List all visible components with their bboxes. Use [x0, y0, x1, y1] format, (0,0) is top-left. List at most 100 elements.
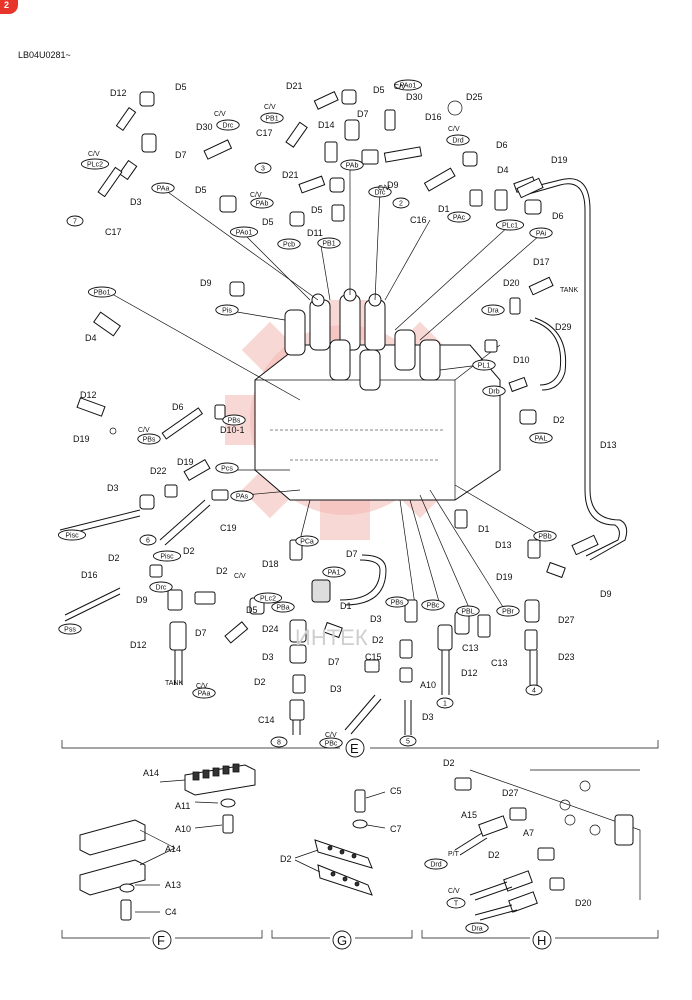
hose-number: 2 [399, 201, 403, 208]
hose-number-labels: 7 3 2 6 4 1 8 5 [73, 166, 536, 747]
part-label: D3 [422, 712, 434, 722]
part-label: D23 [558, 652, 575, 662]
small-label: C/V [448, 888, 460, 895]
part-label: D16 [425, 112, 442, 122]
part-label: D2 [254, 677, 266, 687]
port-oval [152, 550, 182, 562]
hose-number: 8 [277, 740, 281, 747]
port-label: PAa [198, 691, 211, 698]
part-label: D10-1 [220, 425, 245, 435]
part-label: D25 [466, 92, 483, 102]
small-label: P/T [448, 851, 460, 858]
leader-lines [104, 165, 541, 616]
part-label: D19 [177, 457, 194, 467]
port-label: PB1 [322, 241, 335, 248]
port-label: PAL [535, 436, 548, 443]
small-label: C/V [378, 185, 390, 192]
port-oval [481, 304, 505, 316]
port-oval [472, 359, 496, 371]
port-oval [222, 414, 246, 426]
port-label: PCa [300, 539, 314, 546]
part-label: D2 [443, 758, 455, 768]
part-label: D27 [502, 788, 519, 798]
section-h-parts [454, 769, 641, 921]
port-oval [529, 227, 553, 239]
part-label: D5 [175, 82, 187, 92]
hose-number-oval [525, 684, 543, 696]
part-label: C15 [365, 652, 382, 662]
port-oval [137, 433, 161, 445]
port-oval [482, 385, 506, 397]
port-oval [465, 922, 489, 934]
part-label: D4 [497, 165, 509, 175]
hose-number: 3 [261, 166, 265, 173]
port-oval [215, 462, 239, 474]
port-label: PBr [502, 609, 514, 616]
part-label: D20 [575, 898, 592, 908]
part-label: C14 [258, 715, 275, 725]
hose-number: 7 [73, 219, 77, 226]
port-oval [192, 687, 216, 699]
port-label: PAc [453, 215, 466, 222]
part-label: C19 [220, 523, 237, 533]
part-label: D16 [81, 570, 98, 580]
small-label: TANK [165, 680, 183, 687]
part-label: D19 [551, 155, 568, 165]
part-label: D18 [262, 559, 279, 569]
hose-number: 4 [532, 688, 536, 695]
port-oval [447, 211, 471, 223]
hose-number-oval [139, 534, 157, 546]
part-label: C13 [462, 643, 479, 653]
port-label: PAa [157, 186, 170, 193]
hose-number: 1 [443, 701, 447, 708]
part-label: D27 [558, 615, 575, 625]
part-label: D3 [107, 483, 119, 493]
part-label: D7 [195, 628, 207, 638]
part-label: D2 [372, 635, 384, 645]
port-label: PBs [391, 600, 404, 607]
port-label: Drd [430, 862, 441, 869]
port-label: PAo1 [400, 83, 417, 90]
part-label: D2 [280, 854, 292, 864]
part-label: D12 [110, 88, 127, 98]
small-label: C/V [234, 573, 246, 580]
port-oval [149, 581, 173, 593]
port-label: Dra [487, 308, 498, 315]
part-label: D2 [553, 415, 565, 425]
part-label: D2 [108, 553, 120, 563]
port-oval [317, 237, 341, 249]
part-label: D22 [150, 466, 167, 476]
port-label: PL1 [478, 363, 491, 370]
part-label: D14 [318, 120, 335, 130]
hose-number-oval [392, 197, 410, 209]
part-label: C16 [410, 215, 427, 225]
part-label: D12 [80, 390, 97, 400]
part-label: D2 [488, 850, 500, 860]
part-label: D12 [461, 668, 478, 678]
port-label: PLc2 [87, 162, 103, 169]
part-labels: D12 D5 D21 D5 D30 D25 D7 D30 C17 D14 D16… [73, 81, 617, 917]
port-oval [340, 159, 364, 171]
port-oval [496, 605, 520, 617]
section-label-g: G [337, 933, 347, 948]
hose-number-oval [270, 736, 288, 748]
part-label: D19 [496, 572, 513, 582]
port-label: Drd [452, 138, 463, 145]
part-label: D30 [406, 92, 423, 102]
port-label: PLc1 [502, 223, 518, 230]
part-label: D6 [172, 402, 184, 412]
hose-number-ovals [66, 162, 543, 748]
port-label: PBc [427, 603, 440, 610]
port-label: PB1 [265, 116, 278, 123]
port-oval [295, 535, 319, 547]
part-label: D3 [330, 684, 342, 694]
hose-number-oval [254, 162, 272, 174]
part-label: D21 [282, 170, 299, 180]
port-label: PAb [346, 163, 359, 170]
part-label: D21 [286, 81, 303, 91]
port-label: PBc [325, 741, 338, 748]
part-label: A11 [175, 801, 190, 811]
part-label: D3 [262, 652, 274, 662]
port-oval [368, 186, 392, 198]
